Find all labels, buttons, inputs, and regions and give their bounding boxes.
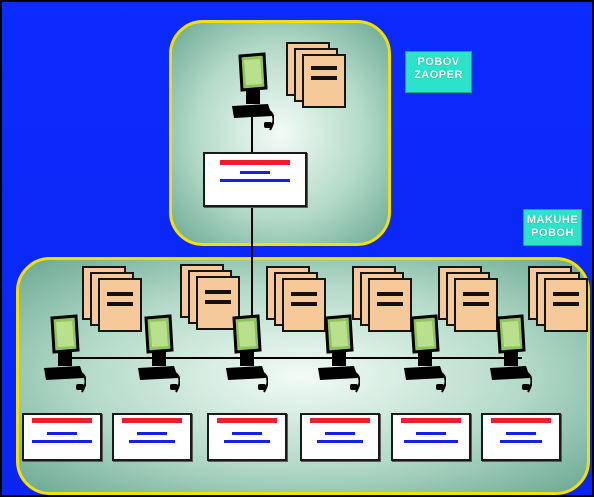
card-line-bar	[224, 440, 270, 443]
card-title-bar	[401, 418, 462, 423]
node-card	[112, 413, 192, 461]
horizontal-bus	[62, 357, 522, 359]
card-line-bar	[220, 179, 290, 182]
node-card	[481, 413, 561, 461]
document-stack-icon	[286, 42, 348, 110]
card-line-bar	[325, 432, 355, 435]
card-line-bar	[47, 432, 77, 435]
document-stack-icon	[528, 266, 590, 334]
card-title-bar	[217, 418, 278, 423]
computer-terminal-icon	[42, 312, 86, 398]
top-group-panel	[169, 20, 391, 246]
node-card	[22, 413, 102, 461]
card-line-bar	[137, 432, 167, 435]
computer-terminal-icon	[230, 50, 274, 136]
card-line-bar	[506, 432, 536, 435]
bottom-tag-line-1: MAKUHE	[527, 214, 578, 226]
computer-terminal-icon	[224, 312, 268, 398]
card-line-bar	[240, 171, 270, 174]
bottom-group-tag: MAKUHE POBOH	[523, 209, 582, 246]
node-card	[300, 413, 380, 461]
top-node-card	[203, 152, 307, 207]
top-tag-line-2: ZAOPER	[414, 69, 463, 81]
card-title-bar	[32, 418, 93, 423]
card-line-bar	[32, 440, 93, 443]
card-line-bar	[317, 440, 363, 443]
card-line-bar	[500, 440, 542, 443]
bottom-tag-line-2: POBOH	[531, 227, 574, 239]
card-line-bar	[129, 440, 175, 443]
top-tag-line-1: POBOV	[417, 56, 459, 68]
computer-terminal-icon	[316, 312, 360, 398]
computer-terminal-icon	[402, 312, 446, 398]
top-group-tag: POBOV ZAOPER	[405, 51, 472, 93]
node-card	[391, 413, 471, 461]
card-title-bar	[122, 418, 183, 423]
card-title-bar	[310, 418, 371, 423]
computer-terminal-icon	[136, 312, 180, 398]
card-title-bar	[491, 418, 552, 423]
card-line-bar	[232, 432, 262, 435]
card-line-bar	[404, 440, 457, 443]
card-line-bar	[416, 432, 446, 435]
node-card	[207, 413, 287, 461]
computer-terminal-icon	[488, 312, 532, 398]
card-title-bar	[220, 160, 290, 165]
document-stack-icon	[82, 266, 144, 334]
